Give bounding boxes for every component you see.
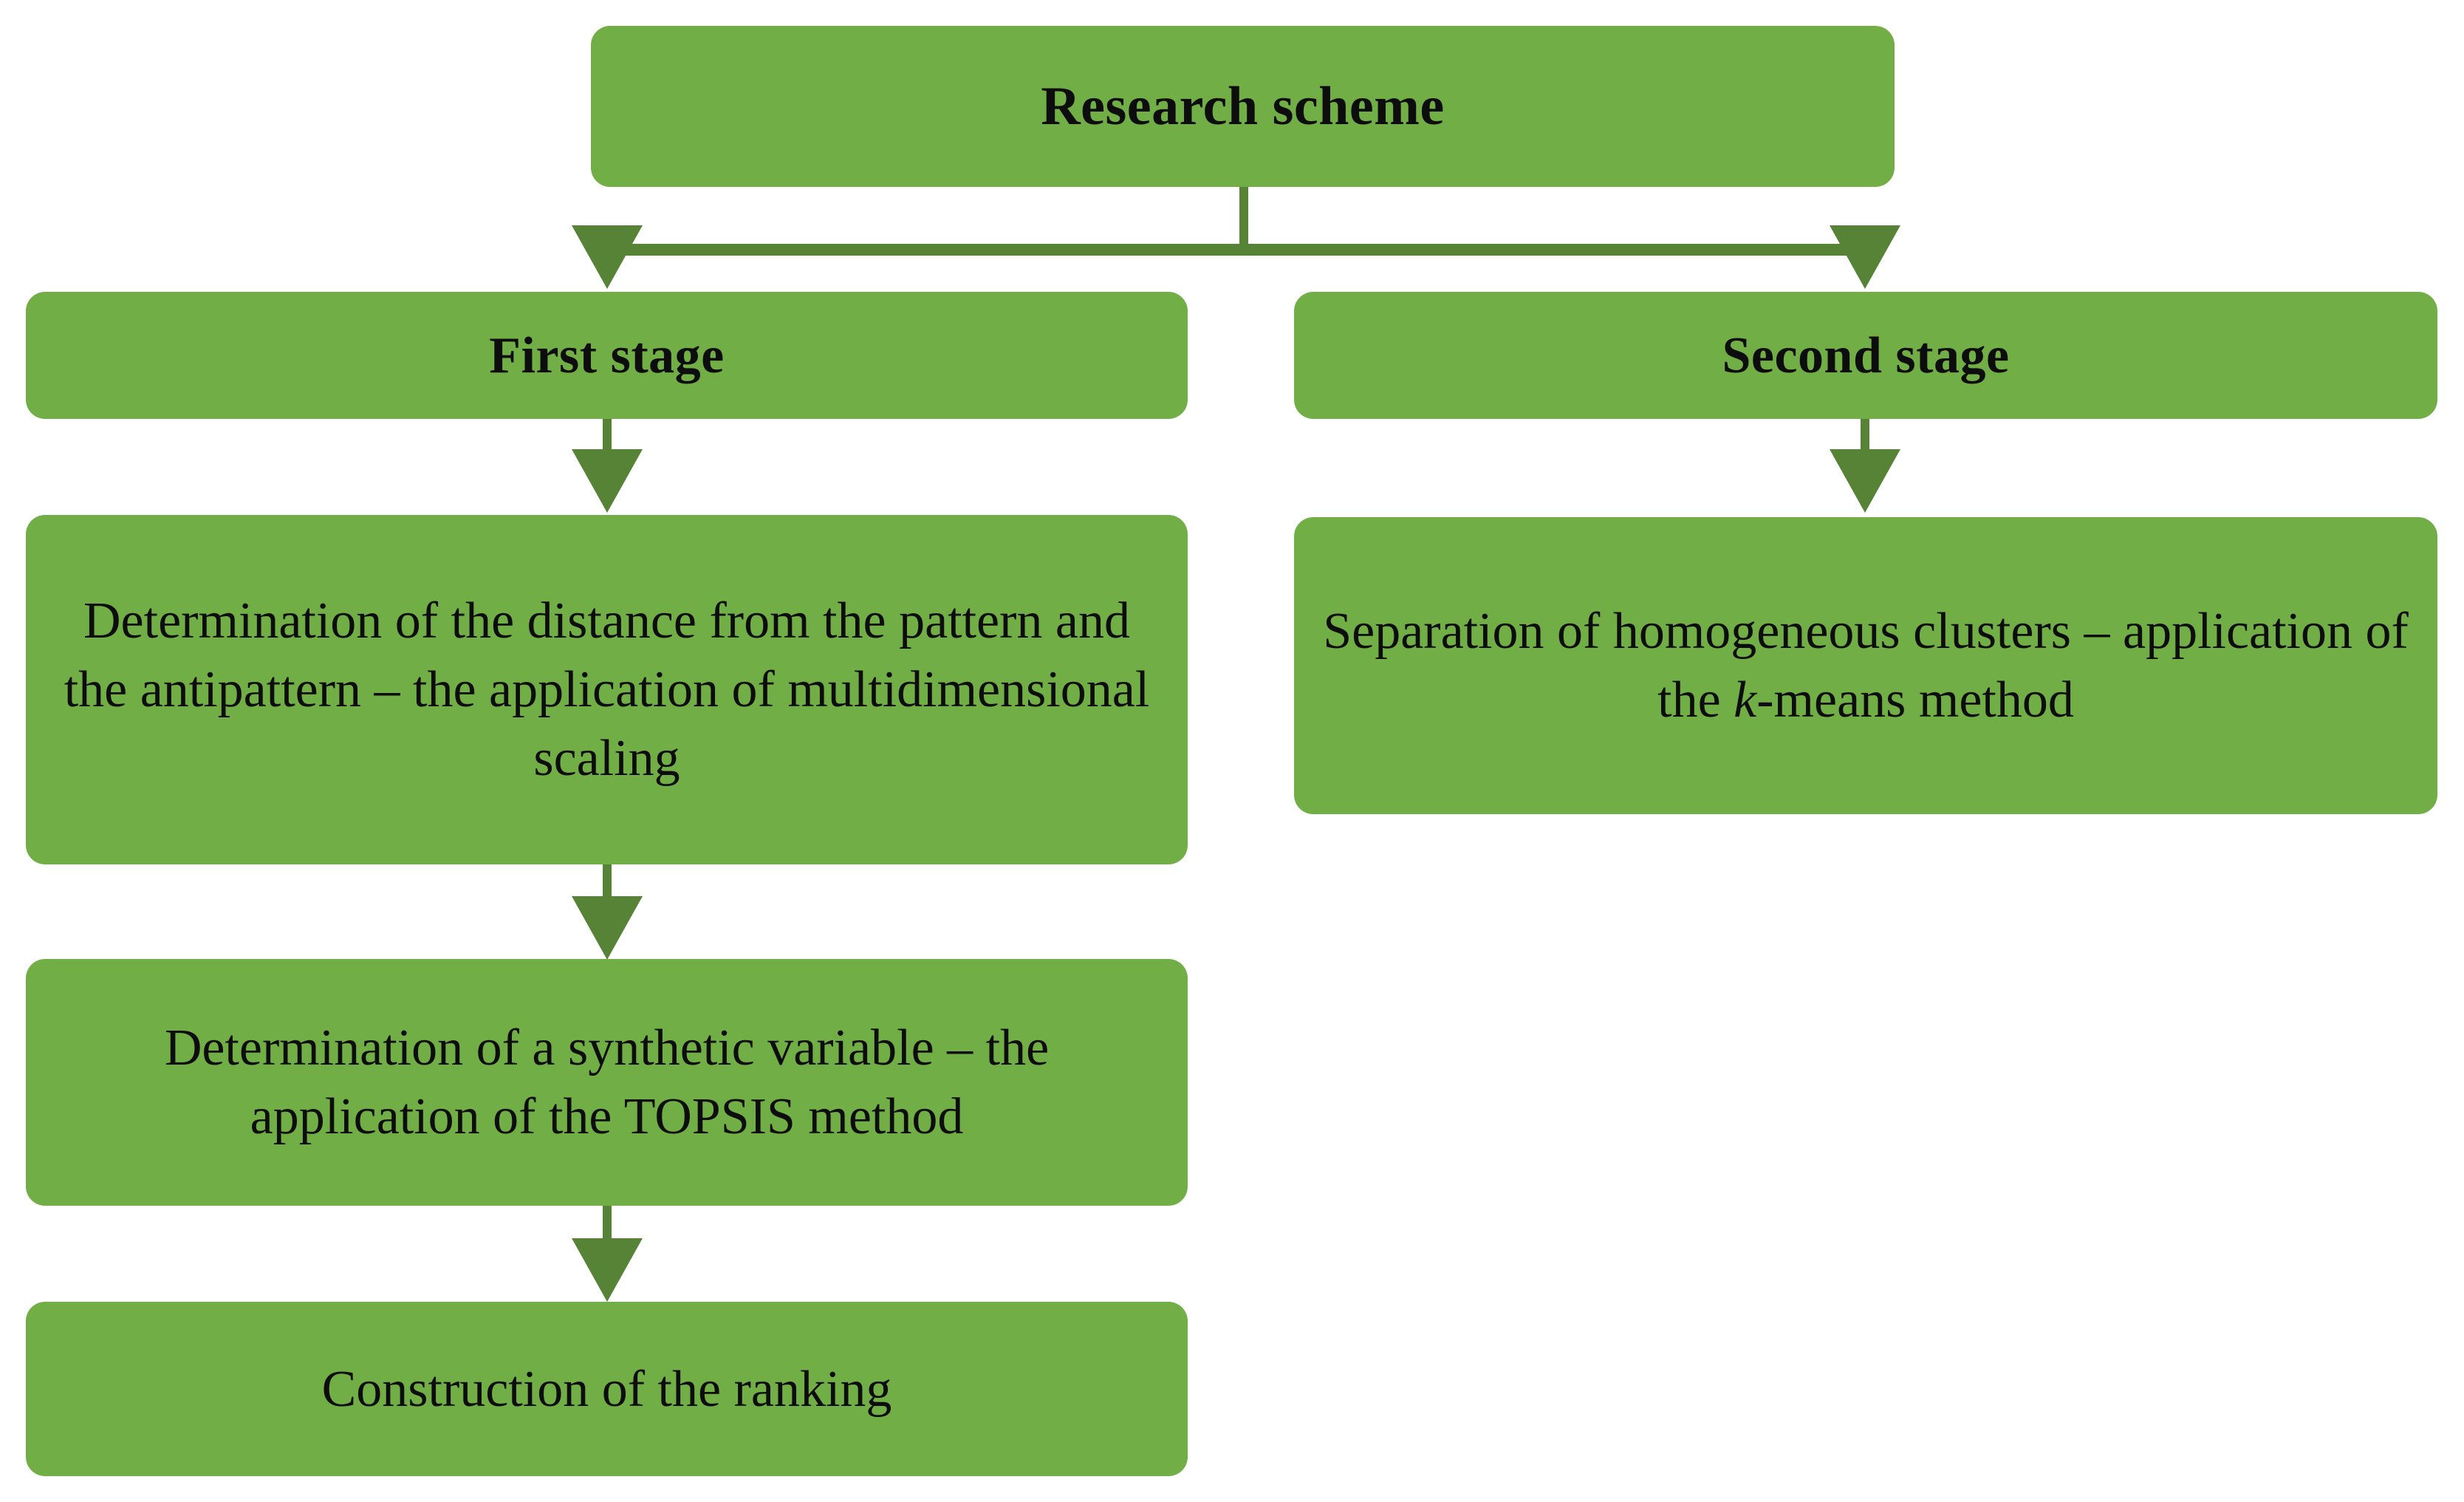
down-arrow-icon-topsis-to-ranking <box>572 1238 643 1302</box>
node-topsis-method: Determination of a synthetic variable – … <box>26 959 1188 1206</box>
node-construction-of-ranking: Construction of the ranking <box>26 1302 1188 1476</box>
node-construction-of-ranking-label: Construction of the ranking <box>321 1360 892 1418</box>
node-research-scheme-label: Research scheme <box>1041 75 1445 137</box>
down-arrow-icon-root-to-first-stage <box>572 225 643 289</box>
node-first-stage: First stage <box>26 292 1188 419</box>
node-homogeneous-clusters-label: Separation of homogeneous clusters – app… <box>1294 597 2437 734</box>
node-second-stage-label: Second stage <box>1722 327 2010 384</box>
node-research-scheme: Research scheme <box>591 26 1895 187</box>
clusters-text-after: -means method <box>1756 672 2074 728</box>
node-multidimensional-scaling-label: Determination of the distance from the p… <box>64 592 1150 788</box>
connector-root-stem <box>1239 187 1248 248</box>
node-first-stage-label: First stage <box>489 327 725 384</box>
down-arrow-icon-root-to-second-stage <box>1830 225 1900 289</box>
node-multidimensional-scaling: Determination of the distance from the p… <box>26 515 1188 864</box>
node-second-stage: Second stage <box>1294 292 2437 419</box>
down-arrow-icon-first-stage-to-mds <box>572 449 643 513</box>
clusters-text-before: Separation of homogeneous clusters – app… <box>1323 602 2409 728</box>
node-topsis-method-label: Determination of a synthetic variable – … <box>164 1019 1050 1145</box>
down-arrow-icon-second-stage-to-clusters <box>1830 449 1900 513</box>
node-homogeneous-clusters: Separation of homogeneous clusters – app… <box>1294 517 2437 814</box>
clusters-text-italic-k: k <box>1734 672 1757 728</box>
down-arrow-icon-mds-to-topsis <box>572 896 643 960</box>
connector-root-split-bar <box>607 244 1868 256</box>
